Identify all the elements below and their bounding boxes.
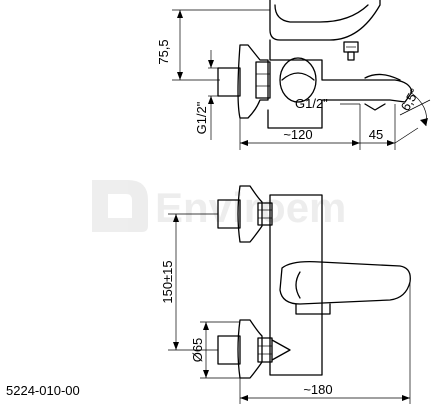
front-upper-nut [257,202,273,226]
top-length-label: ~120 [283,127,312,142]
front-view: 150±15 Ø65 ~180 [160,185,411,404]
top-angle-label: 6,5° [398,86,423,114]
front-diameter-label: Ø65 [190,338,205,363]
front-lower-eccentric [237,319,263,379]
top-main-body [267,39,413,129]
top-height-label: 75,5 [156,39,171,64]
top-view: 75,5 G1/2" G1/2" 6,5° ~120 45 [156,0,431,150]
top-wall-pipe [217,67,241,97]
top-diverter-knob [279,57,317,103]
top-knob-inner [281,72,315,81]
top-thread-side-label: G1/2" [194,101,209,134]
watermark-logo [92,180,148,232]
top-left-nut [255,61,271,99]
top-spout [364,73,401,81]
front-lower-pipe [217,335,241,365]
top-lever-shape [274,4,369,23]
watermark: Enviroem [92,180,346,232]
top-body-outline [269,0,381,41]
front-width-label: ~180 [303,382,332,397]
front-upper-eccentric [237,185,263,243]
top-thread-spout-label: G1/2" [295,96,328,111]
watermark-text: Enviroem [155,184,346,231]
top-left-eccentric [237,44,269,119]
front-height-label: 150±15 [160,260,175,303]
front-main-body [269,194,323,376]
top-spout-offset-label: 45 [369,127,383,142]
model-number: 5224-010-00 [6,383,80,398]
front-lower-nut [257,337,273,363]
